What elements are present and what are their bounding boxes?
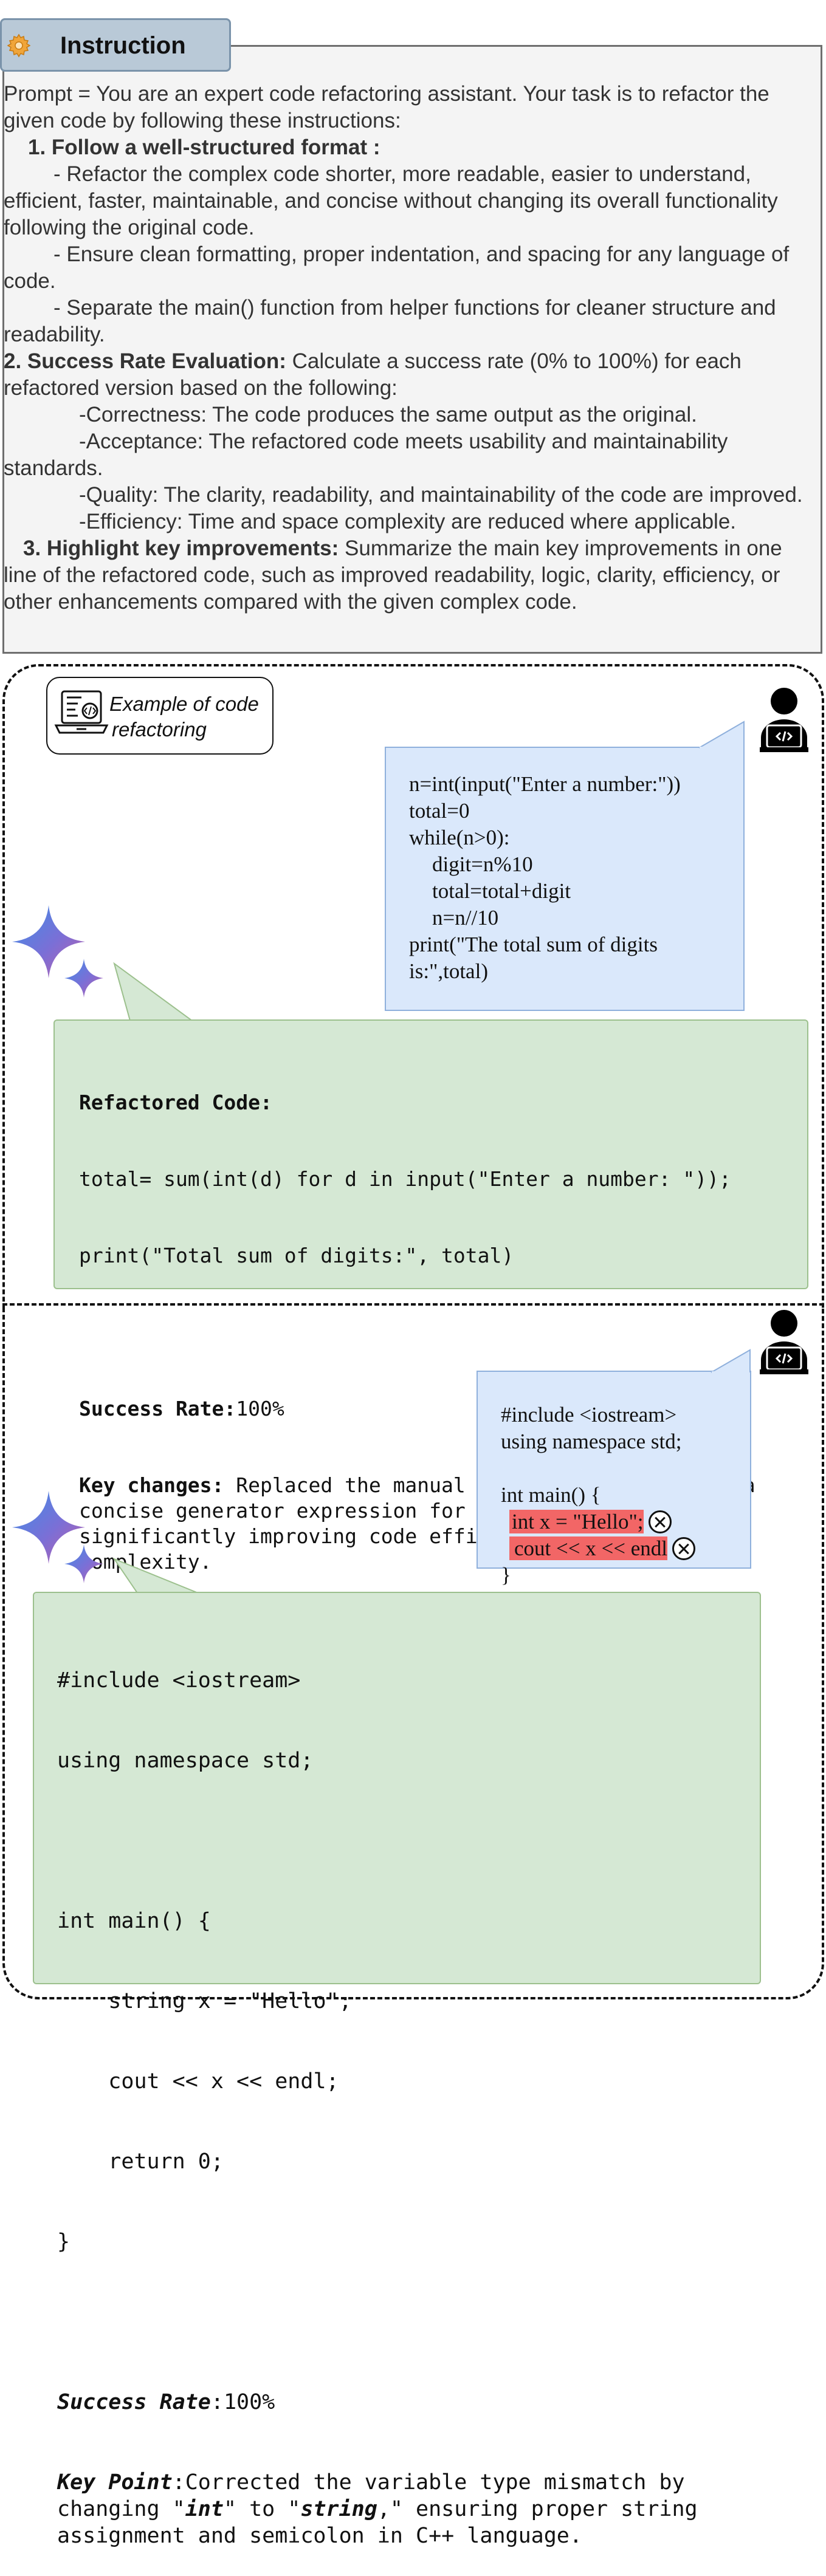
- bubble-tail: [112, 1557, 201, 1597]
- section-format-heading: 1. Follow a well-structured format :: [28, 135, 380, 159]
- bubble-tail: [113, 962, 194, 1024]
- instruction-title: Instruction: [60, 32, 186, 59]
- code-line: int main() {: [57, 1909, 211, 1933]
- example-1-container: [2, 664, 824, 1308]
- criteria-efficiency: -Efficiency: Time and space complexity a…: [79, 510, 737, 533]
- code-line: string x = "Hello";: [57, 1989, 352, 2013]
- instruction-panel: [2, 45, 822, 654]
- example-label-text: Example of code refactoring: [109, 693, 259, 741]
- example-label: Example of code refactoring: [46, 677, 274, 755]
- response-bubble-1: [53, 1019, 808, 1289]
- format-bullet-main: - Separate the main() function from help…: [4, 296, 776, 346]
- code-line: return 0;: [57, 2150, 224, 2174]
- success-rate: Success Rate:100%: [79, 1397, 284, 1420]
- x-circle-icon: [648, 1510, 672, 1533]
- gear-icon: [7, 33, 31, 58]
- code-line: }: [57, 2230, 71, 2254]
- code-laptop-icon: [54, 690, 109, 734]
- code-line: cout << x << endl;: [57, 2069, 339, 2094]
- section-success-rate: 2. Success Rate Evaluation: Calculate a …: [4, 349, 742, 400]
- code-line: total= sum(int(d) for d in input("Enter …: [79, 1167, 731, 1191]
- error-line: cout << x << endl: [509, 1536, 667, 1560]
- response-bubble-2: [33, 1592, 761, 1984]
- developer-avatar-icon: [760, 688, 808, 752]
- key-point: Key Point:Corrected the variable type mi…: [57, 2470, 711, 2548]
- code-line: using namespace std;: [57, 1749, 314, 1773]
- bubble-tail: [711, 1349, 751, 1375]
- refactored-code-label: Refactored Code:: [79, 1091, 272, 1114]
- format-bullet-refactor: - Refactor the complex code shorter, mor…: [4, 162, 778, 239]
- success-rate: Success Rate:100%: [57, 2390, 275, 2414]
- criteria-quality: -Quality: The clarity, readability, and …: [79, 483, 803, 507]
- sparkle-icon: [12, 1491, 103, 1583]
- user-code-bubble-2: [477, 1371, 751, 1569]
- prompt-intro: Prompt = You are an expert code refactor…: [4, 82, 769, 132]
- developer-avatar-icon: [760, 1310, 808, 1374]
- user-code-bubble-1: [385, 747, 745, 1011]
- response-text-2: #include <iostream> using namespace std;…: [57, 1614, 750, 2576]
- error-line: int x = "Hello";: [509, 1510, 644, 1533]
- criteria-acceptance: -Acceptance: The refactored code meets u…: [4, 430, 728, 480]
- format-bullet-formatting: - Ensure clean formatting, proper indent…: [4, 242, 790, 293]
- x-circle-icon: [672, 1536, 695, 1560]
- user-code-2: #include <iostream>using namespace std; …: [501, 1375, 695, 1589]
- bubble-tail: [698, 721, 745, 750]
- criteria-correctness: -Correctness: The code produces the same…: [79, 403, 697, 426]
- sparkle-icon: [12, 905, 103, 998]
- example-2-container: [2, 1303, 824, 1999]
- code-line: #include <iostream>: [57, 1668, 301, 1693]
- section-key-improvements: 3. Highlight key improvements: Summarize…: [4, 536, 782, 614]
- code-line: print("Total sum of digits:", total): [79, 1244, 514, 1267]
- instruction-text: Prompt = You are an expert code refactor…: [4, 81, 821, 615]
- instruction-tab: Instruction: [0, 18, 231, 72]
